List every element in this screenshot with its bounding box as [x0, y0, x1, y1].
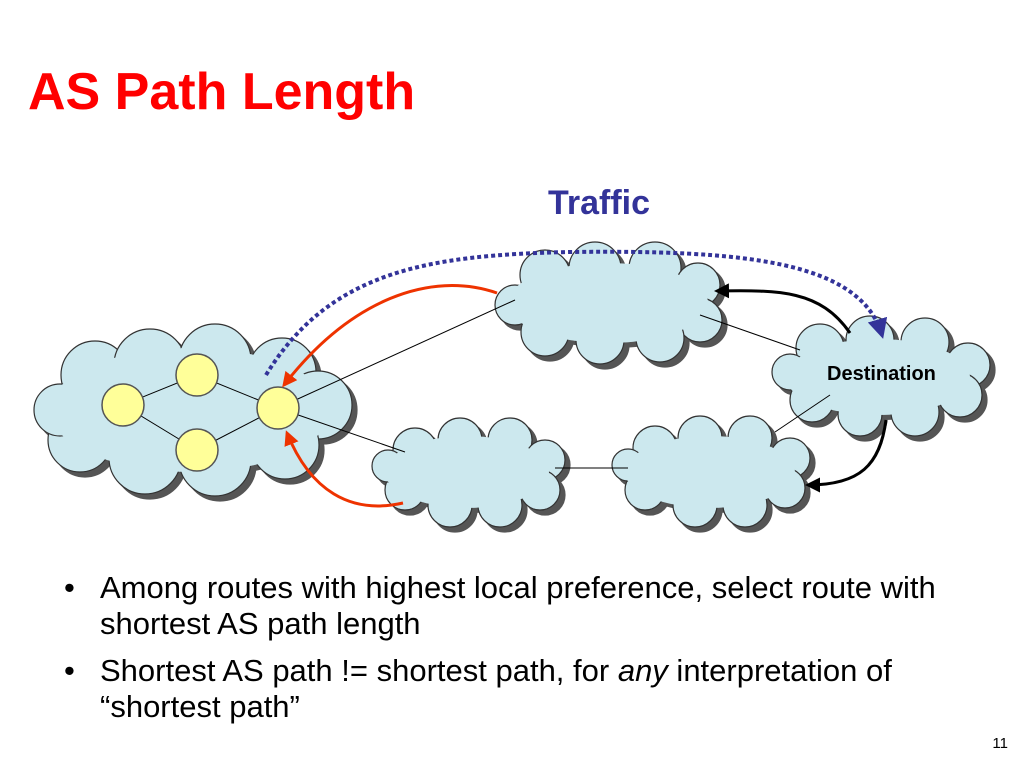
bullet-list: • Among routes with highest local prefer…	[60, 570, 940, 737]
red-route-arrow-bottom	[284, 430, 404, 508]
as-path-diagram: Traffic Destination	[33, 184, 991, 528]
link-top-to-destination	[699, 314, 801, 351]
page-number: 11	[992, 735, 1008, 752]
black-route-arrow-bottom	[805, 419, 888, 493]
router-node	[175, 428, 219, 472]
router-node	[101, 383, 145, 427]
router-node	[256, 386, 300, 430]
cloud-left	[33, 323, 353, 497]
cloud-destination	[771, 315, 991, 437]
slide-title: AS Path Length	[28, 63, 416, 121]
link-bottom-right-to-destination	[774, 394, 831, 433]
as-links	[277, 299, 831, 469]
bullet-marker: •	[64, 653, 75, 689]
traffic-label: Traffic	[548, 184, 650, 222]
cloud-top	[494, 241, 723, 365]
cloud-bottom-right	[611, 415, 811, 528]
link-left-to-bottom-middle	[277, 407, 406, 453]
red-route-arrow-top	[282, 284, 498, 388]
bullet-emphasis: any	[617, 653, 668, 689]
destination-label: Destination	[827, 363, 936, 385]
bullet-item: • Among routes with highest local prefer…	[60, 570, 940, 641]
router-node	[175, 353, 219, 397]
link-left-to-top	[277, 299, 516, 409]
bullet-text: Among routes with highest local preferen…	[100, 570, 936, 641]
bullet-item: • Shortest AS path != shortest path, for…	[60, 653, 940, 724]
bullet-text-prefix: Shortest AS path != shortest path, for	[100, 653, 618, 689]
bullet-text-suffix: interpretation of “shortest path”	[100, 653, 892, 724]
cloud-bottom-middle	[371, 417, 566, 528]
traffic-path	[264, 249, 888, 377]
bullet-marker: •	[64, 570, 75, 605]
black-route-arrow-top	[714, 283, 852, 334]
